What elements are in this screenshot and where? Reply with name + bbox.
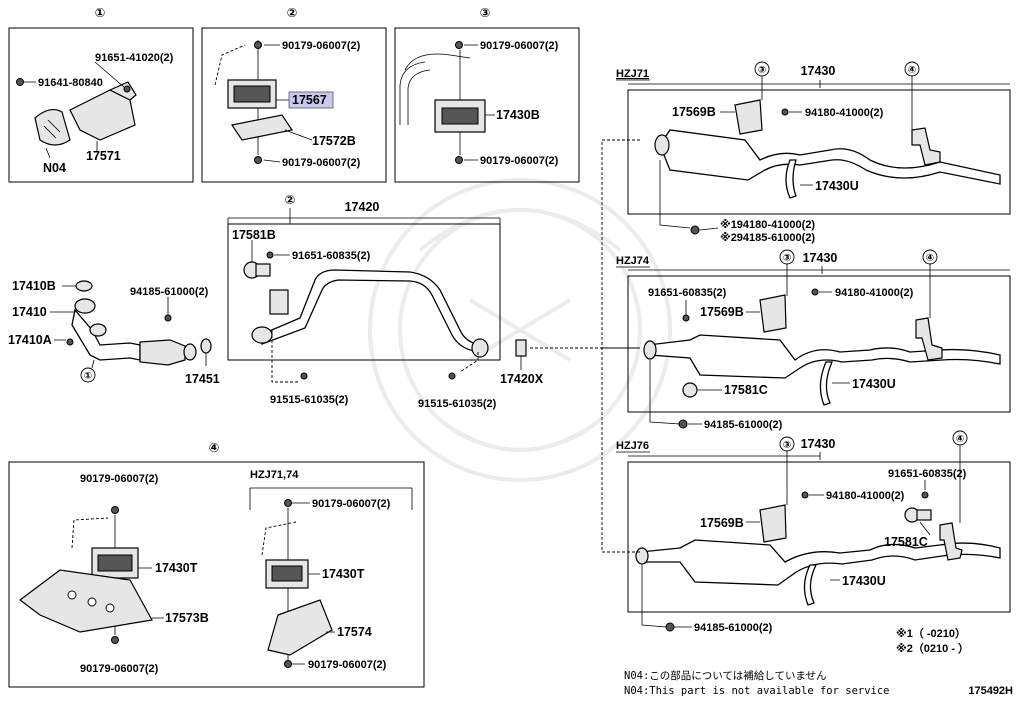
label-91651-hzj74: 91651-60835(2)	[648, 287, 727, 299]
label-17430u-hzj74: 17430U	[852, 377, 896, 391]
callout-3-hzj76: ③	[783, 440, 791, 451]
label-94180-hzj74: 94180-41000(2)	[835, 287, 914, 299]
group-box-2: ② 90179-06007(2) 17567 17572B 90179-0600…	[201, 6, 387, 183]
label-17567[interactable]: 17567	[292, 93, 327, 107]
callout-3-hzj74: ③	[783, 253, 791, 264]
label-17430u-hzj76: 17430U	[842, 574, 886, 588]
label-94180-hzj71: 94180-41000(2)	[805, 107, 884, 119]
title-hzj76: HZJ76	[616, 440, 649, 452]
label-94185-hzj74: 94185-61000(2)	[704, 419, 783, 431]
label-hzj71-74: HZJ71,74	[250, 469, 299, 481]
connector-lines	[601, 139, 640, 553]
label-17430t-b4: 17430T	[155, 561, 198, 575]
label-17569b-hzj76: 17569B	[700, 516, 744, 530]
highlighted-part-box	[288, 91, 334, 109]
note-1-hzj71: ※194180-41000(2)	[720, 219, 815, 231]
callout-1: ①	[95, 6, 106, 20]
n04-note-japanese: N04:この部品については補給していません	[624, 669, 827, 682]
callout-3: ③	[480, 6, 491, 20]
label-90179-06007-b4-bottom: 90179-06007(2)	[80, 663, 159, 675]
label-17573b: 17573B	[165, 611, 209, 625]
label-91515-61035-a: 91515-61035(2)	[270, 394, 349, 406]
callout-1-front: ①	[84, 371, 92, 382]
group-legend: ※1（ -0210） ※2（0210 - ） N04:この部品については補給して…	[624, 627, 1013, 697]
label-91641-80840: 91641-80840	[38, 77, 103, 89]
label-91651-41020: 91651-41020(2)	[95, 52, 174, 64]
callout-4: ④	[209, 441, 220, 455]
label-91651-hzj76: 91651-60835(2)	[888, 468, 967, 480]
group-hzj71: HZJ71 ③ ④ 17430 17569B 94180-41000(2) 17…	[616, 61, 1011, 244]
note-2-hzj71: ※294185-61000(2)	[720, 232, 815, 244]
label-17430t-sub: 17430T	[322, 567, 365, 581]
label-91515-61035-b: 91515-61035(2)	[418, 398, 497, 410]
group-hzj74: HZJ74 ③ ④ 17430 91651-60835(2) 94180-410…	[616, 249, 1011, 431]
callout-2-front: ②	[285, 193, 296, 207]
label-94180-hzj76: 94180-41000(2)	[826, 490, 905, 502]
group-box-4: ④ 90179-06007(2) 17430T 17573B 90179-060…	[8, 441, 425, 688]
label-94185-hzj76: 94185-61000(2)	[694, 622, 773, 634]
label-94185-61000-front: 94185-61000(2)	[130, 286, 209, 298]
label-17581c-hzj74: 17581C	[724, 383, 768, 397]
label-17581b: 17581B	[232, 228, 276, 242]
title-hzj71: HZJ71	[616, 68, 649, 80]
label-17410b: 17410B	[12, 279, 56, 293]
label-90179-06007-b4-top: 90179-06007(2)	[80, 473, 159, 485]
n04-note-english: N04:This part is not available for servi…	[624, 685, 890, 697]
group-box-3: ③ 90179-06007(2) 17430B 90179-06007(2)	[394, 6, 580, 183]
label-90179-06007-sub-bottom: 90179-06007(2)	[308, 659, 387, 671]
callout-4-hzj74: ④	[926, 253, 934, 264]
label-90179-06007-top: 90179-06007(2)	[282, 40, 361, 52]
label-90179-06007-bottom: 90179-06007(2)	[282, 157, 361, 169]
label-17430-hzj74: 17430	[803, 251, 838, 265]
label-n04: N04	[43, 161, 66, 175]
label-17581c-hzj76: 17581C	[884, 535, 928, 549]
callout-4-hzj71: ④	[908, 65, 916, 76]
title-hzj74: HZJ74	[616, 255, 650, 267]
callout-3-hzj71: ③	[758, 65, 766, 76]
callout-4-hzj76: ④	[956, 434, 964, 445]
label-17430u-hzj71: 17430U	[815, 179, 859, 193]
label-17430-hzj76: 17430	[801, 437, 836, 451]
label-17569b-hzj74: 17569B	[700, 305, 744, 319]
label-17574: 17574	[337, 625, 372, 639]
label-17430b: 17430B	[496, 108, 540, 122]
label-17571: 17571	[86, 149, 121, 163]
label-90179-06007-sub-top: 90179-06007(2)	[312, 498, 391, 510]
label-90179-06007-bottom-b3: 90179-06007(2)	[480, 155, 559, 167]
label-91651-60835-front: 91651-60835(2)	[292, 250, 371, 262]
label-17420x: 17420X	[500, 372, 544, 386]
label-17572b: 17572B	[312, 134, 356, 148]
callout-2: ②	[287, 6, 298, 20]
legend-note-1: ※1（ -0210）	[896, 627, 966, 640]
legend-note-2: ※2（0210 - ）	[896, 642, 969, 655]
label-17569b-hzj71: 17569B	[672, 105, 716, 119]
diagram-id: 175492H	[968, 685, 1013, 697]
group-front-pipe: ② 17420 17581B 91651-60835(2) 17410B 174…	[8, 193, 640, 410]
label-90179-06007-top-b3: 90179-06007(2)	[480, 40, 559, 52]
label-17451: 17451	[185, 372, 220, 386]
label-17430-hzj71: 17430	[801, 64, 836, 78]
watermark-emblem	[368, 178, 672, 482]
label-17410a: 17410A	[8, 333, 52, 347]
group-box-1: ① 91651-41020(2) 91641-80840 N04 17571	[8, 6, 194, 183]
label-17420: 17420	[345, 200, 380, 214]
label-17410: 17410	[12, 305, 47, 319]
group-hzj76: HZJ76 ③ ④ 17430 91651-60835(2) 94180-410…	[616, 430, 1011, 634]
